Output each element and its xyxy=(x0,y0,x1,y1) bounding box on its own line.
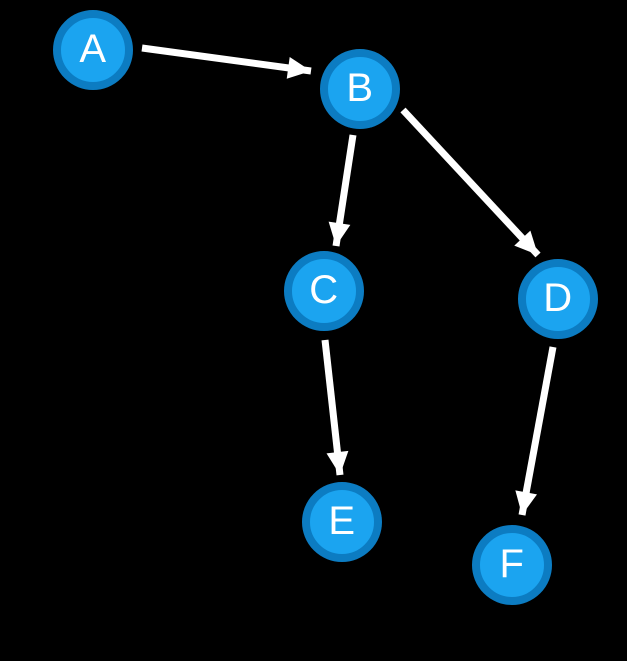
node-label: A xyxy=(79,27,107,71)
edge-B-D xyxy=(400,107,541,258)
edge-C-E xyxy=(321,339,349,476)
node-label: C xyxy=(309,268,339,312)
edge-A-B xyxy=(141,44,312,79)
node-label: F xyxy=(499,542,525,586)
node-C[interactable]: C xyxy=(284,251,364,331)
node-B[interactable]: B xyxy=(320,49,400,129)
node-label: B xyxy=(346,66,374,110)
node-D[interactable]: D xyxy=(518,259,598,339)
edge-B-C xyxy=(328,134,357,247)
node-A[interactable]: A xyxy=(53,10,133,90)
node-E[interactable]: E xyxy=(302,482,382,562)
node-label: D xyxy=(543,276,573,320)
node-label: E xyxy=(328,499,356,543)
edge-D-F xyxy=(515,346,557,516)
node-F[interactable]: F xyxy=(472,525,552,605)
